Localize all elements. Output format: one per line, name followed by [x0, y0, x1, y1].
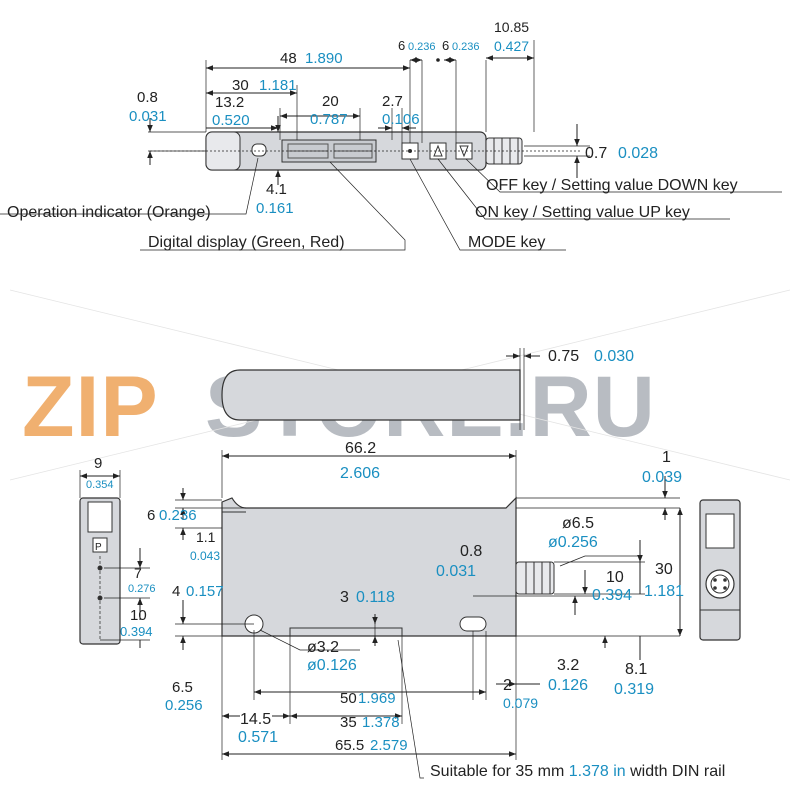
dim-3-in: 0.118: [356, 589, 395, 606]
dim-6-side-in: 0.236: [159, 507, 197, 524]
dim-phi-6-5-in: ø0.256: [548, 534, 598, 551]
dim-30-side: 30: [655, 561, 673, 578]
dim-30-in: 1.181: [259, 77, 297, 94]
operation-indicator-label: Operation indicator (Orange): [7, 204, 211, 221]
digital-display-label: Digital display (Green, Red): [148, 234, 345, 251]
on-key-label: ON key / Setting value UP key: [475, 204, 690, 221]
side-view: 66.2 2.606 1 0.039 6 0.236 1.1 0.043 4 0…: [147, 440, 725, 780]
dim-7-in: 0.276: [128, 583, 156, 595]
dim-10-85: 10.85: [494, 19, 529, 35]
dim-2-7-in: 0.106: [382, 111, 420, 128]
dim-13-2-in: 0.520: [212, 112, 250, 129]
dim-4-1: 4.1: [266, 181, 287, 198]
dim-8-1-in: 0.319: [614, 681, 654, 698]
dim-0-8-side: 0.8: [460, 543, 482, 560]
dim-14-5-in: 0.571: [238, 729, 278, 746]
dim-1-in: 0.039: [642, 469, 682, 486]
din-rail-note: Suitable for 35 mm 1.378 in width DIN ra…: [430, 763, 725, 780]
dim-13-2: 13.2: [215, 94, 244, 111]
dim-7: 7: [134, 565, 142, 581]
watermark-zip: ZIP: [22, 359, 159, 455]
mounting-slot: [459, 616, 487, 632]
dim-0-75: 0.75: [548, 348, 579, 365]
dim-20-in: 0.787: [310, 111, 348, 128]
dim-3-2: 3.2: [557, 657, 579, 674]
dim-0-8-in: 0.031: [129, 108, 167, 125]
dim-0-75-in: 0.030: [594, 348, 634, 365]
dim-14-5: 14.5: [240, 711, 271, 728]
dim-6-5-in: 0.256: [165, 697, 203, 714]
dim-4-1-in: 0.161: [256, 200, 294, 217]
dim-65-5: 65.5: [335, 737, 364, 754]
amplifier-side-body: [221, 496, 517, 637]
dim-8-1: 8.1: [625, 661, 647, 678]
cover-view: 0.75 0.030: [221, 348, 634, 430]
dim-6-5: 6.5: [172, 679, 193, 696]
dim-48-in: 1.890: [305, 50, 343, 67]
dim-6a-in: 0.236: [408, 41, 436, 53]
connector-side: [515, 561, 555, 595]
dim-0-8-side-in: 0.031: [436, 563, 476, 580]
dim-4-side: 4: [172, 583, 180, 600]
end-view: P 9 0.354 7 0.276 10 0.394: [79, 455, 156, 648]
dim-0-7-in: 0.028: [618, 145, 658, 162]
dim-6a: 6: [398, 38, 405, 53]
dim-10-end: 10: [130, 607, 147, 624]
dim-3: 3: [340, 589, 349, 606]
dim-0-8: 0.8: [137, 89, 158, 106]
dim-66-2: 66.2: [345, 440, 376, 457]
dim-6-side: 6: [147, 507, 155, 524]
dim-48: 48: [280, 50, 297, 67]
dim-10-end-in: 0.394: [120, 624, 153, 639]
dim-0-7: 0.7: [585, 145, 607, 162]
dim-phi-6-5: ø6.5: [562, 515, 594, 532]
dim-4-side-in: 0.157: [186, 583, 224, 600]
dim-35: 35: [340, 714, 357, 731]
operation-indicator: [251, 143, 267, 157]
dim-50-in: 1.969: [358, 690, 396, 707]
dim-1: 1: [662, 449, 671, 466]
top-view: 48 1.890 30 1.181 20 0.787 13.2 0.520 2.…: [0, 19, 782, 251]
dim-6b-in: 0.236: [452, 41, 480, 53]
dim-2-in: 0.079: [503, 695, 538, 711]
dim-phi-3-2: ø3.2: [307, 639, 339, 656]
dim-65-5-in: 2.579: [370, 737, 408, 754]
dim-30-side-in: 1.181: [644, 583, 684, 600]
dim-10-side-in: 0.394: [592, 587, 632, 604]
dim-10-side: 10: [606, 569, 624, 586]
dim-9-in: 0.354: [86, 479, 114, 491]
dim-6b: 6: [442, 38, 449, 53]
dim-3-2-in: 0.126: [548, 677, 588, 694]
connector-end-view: [699, 499, 741, 641]
dim-10-85-in: 0.427: [494, 38, 529, 54]
dim-50: 50: [340, 690, 357, 707]
svg-text:P: P: [95, 542, 102, 553]
dim-1-1: 1.1: [196, 529, 216, 545]
dim-66-2-in: 2.606: [340, 465, 380, 482]
off-key-label: OFF key / Setting value DOWN key: [486, 177, 738, 194]
mode-key-label: MODE key: [468, 234, 545, 251]
dim-phi-3-2-in: ø0.126: [307, 657, 357, 674]
dim-9: 9: [94, 455, 102, 472]
dim-2: 2: [503, 677, 512, 694]
dim-20: 20: [322, 93, 339, 110]
dim-35-in: 1.378: [362, 714, 400, 731]
dim-2-7: 2.7: [382, 93, 403, 110]
dim-1-1-in: 0.043: [190, 549, 220, 563]
dim-30: 30: [232, 77, 249, 94]
